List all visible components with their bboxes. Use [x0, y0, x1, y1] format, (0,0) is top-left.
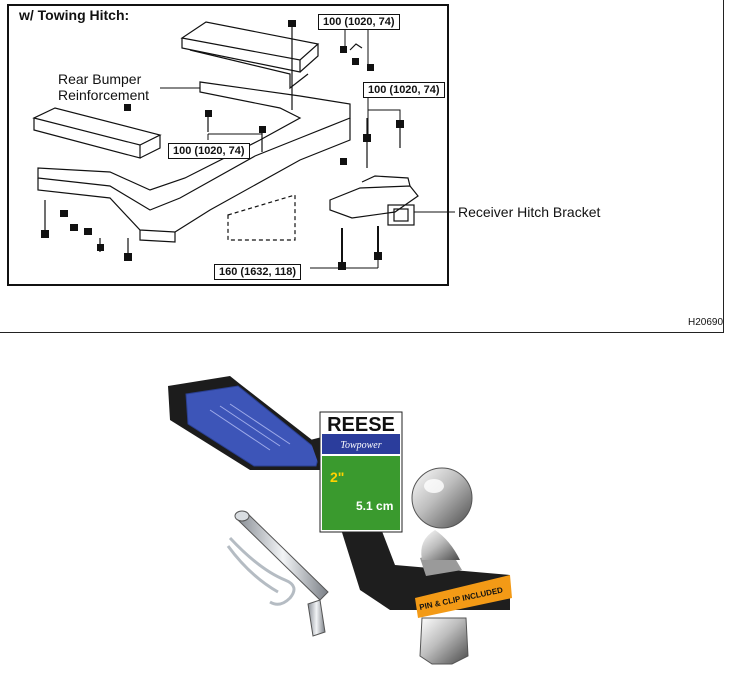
reference-code: H20690: [688, 317, 724, 328]
hitch-nut: [419, 617, 469, 665]
diagram-panel: [0, 0, 724, 333]
bolt-icon: [367, 64, 374, 71]
bolt-icon: [340, 46, 347, 53]
rear-bumper-label-line2: Reinforcement: [58, 87, 150, 103]
ball-neck: [421, 530, 460, 560]
bolt-icon: [352, 58, 359, 65]
upper-frame-rail: [180, 21, 320, 61]
tube-blue-label: [185, 385, 321, 467]
bolt-icon: [259, 126, 266, 133]
hitch-ball-mount-photo: REESE Towpower 2" 5.1 cm PIN & CLIP INCL…: [168, 376, 512, 665]
bolt-icon: [84, 228, 92, 235]
rear-bumper-label-line1: Rear Bumper: [58, 71, 142, 87]
bolt-icon: [41, 230, 49, 238]
hitch-ball: [411, 467, 473, 529]
spring-clip: [226, 536, 296, 606]
left-frame-rail: [32, 107, 162, 146]
sub-brand-name: Towpower: [340, 440, 381, 451]
bolt-icon: [205, 110, 212, 117]
bolt-icon: [60, 210, 68, 217]
bolt-icon: [374, 252, 382, 260]
bolt-icon: [396, 120, 404, 128]
bolt-icon: [97, 244, 104, 251]
rear-bumper-reinforcement-outline: [37, 81, 351, 211]
receiver-hitch-bracket-outline: [329, 185, 419, 219]
pin-clip-sticker: [415, 575, 512, 618]
bolt-icon: [124, 104, 131, 111]
bolt-icon: [70, 224, 78, 231]
receiver-hitch-bracket-label: Receiver Hitch Bracket: [458, 204, 601, 220]
bolt-icon: [288, 20, 296, 27]
brand-name: REESE: [327, 414, 395, 436]
size-label: 2": [330, 469, 344, 485]
hitch-pin: [234, 510, 329, 637]
bolt-icon: [340, 158, 347, 165]
hitch-exploded-diagram: [32, 20, 455, 270]
torque-spec-right: 100 (1020, 74): [363, 82, 445, 98]
torque-spec-bottom: 160 (1632, 118): [214, 264, 302, 280]
rear-bumper-label: Rear Bumper Reinforcement: [58, 71, 149, 103]
diagram-header: w/ Towing Hitch:: [19, 7, 130, 23]
torque-spec-middle: 100 (1020, 74): [168, 143, 250, 159]
bolt-icon: [363, 134, 371, 142]
torque-spec-top-right: 100 (1020, 74): [318, 14, 400, 30]
metric-label: 5.1 cm: [356, 499, 393, 513]
bolt-icon: [124, 253, 132, 261]
